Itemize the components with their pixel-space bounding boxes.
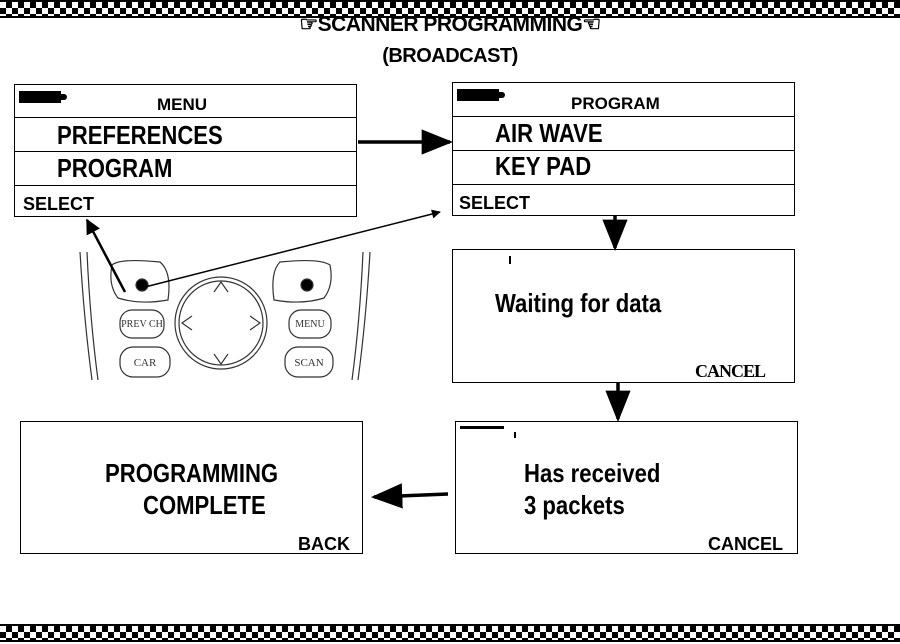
complete-line2: COMPLETE	[143, 490, 266, 520]
complete-line1: PROGRAMMING	[105, 458, 279, 488]
right-softkey[interactable]	[272, 259, 332, 303]
cancel-softkey[interactable]: CANCEL	[708, 534, 783, 554]
complete-screen: PROGRAMMING COMPLETE BACK	[20, 421, 363, 554]
menu-key-label: MENU	[295, 319, 325, 330]
menu-key[interactable]	[288, 309, 332, 339]
scan-key[interactable]	[284, 346, 334, 378]
received-screen: Has received 3 packets CANCEL	[455, 421, 798, 554]
left-softkey-dot-icon	[135, 278, 149, 292]
program-screen-header: PROGRAM	[571, 94, 660, 113]
car-key[interactable]	[119, 346, 171, 378]
program-item-key-pad[interactable]: KEY PAD	[453, 150, 794, 184]
dpad-outer-ring	[174, 276, 268, 370]
pointer-arrow-to-menu-select	[85, 218, 127, 293]
received-line2: 3 packets	[524, 490, 625, 520]
menu-screen-header: MENU	[157, 95, 208, 114]
page-subtitle: (BROADCAST)	[382, 45, 518, 67]
waiting-message: Waiting for data	[495, 288, 662, 318]
up-arrow-icon[interactable]	[213, 280, 229, 293]
left-softkey[interactable]	[110, 259, 170, 303]
battery-icon	[19, 91, 67, 103]
dpad[interactable]	[178, 280, 264, 366]
pointing-hand-icon: ☞	[299, 13, 318, 36]
back-softkey[interactable]: BACK	[298, 534, 350, 554]
left-arrow-icon[interactable]	[180, 315, 193, 331]
prev-ch-key[interactable]	[119, 309, 165, 339]
select-softkey[interactable]: SELECT	[459, 193, 531, 213]
menu-screen: MENU PREFERENCES PROGRAM SELECT	[14, 84, 357, 217]
flow-arrow-received-to-complete	[370, 483, 449, 509]
pointing-hand-icon: ☜	[582, 13, 601, 36]
page-title: ☞SCANNER PROGRAMMING☜	[299, 13, 601, 36]
screen-marker	[514, 432, 516, 438]
waiting-screen: Waiting for data CANCEL	[452, 249, 795, 383]
screen-marker	[509, 256, 511, 264]
top-checker-border	[0, 0, 900, 18]
program-item-air-wave[interactable]: AIR WAVE	[453, 116, 794, 150]
menu-item-preferences[interactable]: PREFERENCES	[15, 117, 356, 151]
program-screen: PROGRAM AIR WAVE KEY PAD SELECT	[452, 82, 795, 216]
right-arrow-icon[interactable]	[249, 315, 262, 331]
right-softkey-dot-icon	[300, 278, 314, 292]
bottom-checker-border	[0, 624, 900, 642]
scanner-keypad	[79, 251, 371, 381]
program-softkey-row: SELECT	[453, 184, 794, 215]
select-softkey[interactable]: SELECT	[23, 194, 95, 214]
scan-key-label: SCAN	[294, 357, 323, 369]
screen-marker	[460, 426, 504, 429]
car-key-label: CAR	[134, 357, 157, 369]
menu-item-program[interactable]: PROGRAM	[15, 151, 356, 185]
received-line1: Has received	[524, 458, 661, 488]
prev-ch-key-label: PREV CH	[121, 319, 163, 330]
menu-softkey-row: SELECT	[15, 185, 356, 216]
cancel-softkey[interactable]: CANCEL	[695, 361, 766, 381]
pointer-arrow-to-program-select	[144, 209, 441, 288]
down-arrow-icon[interactable]	[213, 353, 229, 366]
battery-icon	[457, 89, 505, 101]
